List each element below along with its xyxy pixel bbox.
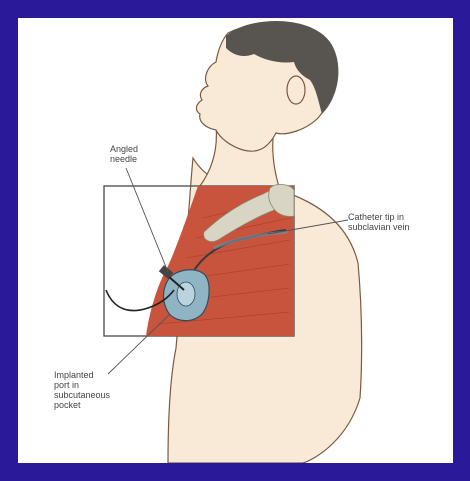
diagram-panel: Angled needle Catheter tip in subclavian… — [18, 18, 453, 463]
label-catheter-tip: Catheter tip in subclavian vein — [348, 212, 453, 232]
ear — [287, 76, 305, 104]
label-implanted-port: Implanted port in subcutaneous pocket — [54, 370, 124, 410]
label-angled-needle: Angled needle — [110, 144, 170, 164]
